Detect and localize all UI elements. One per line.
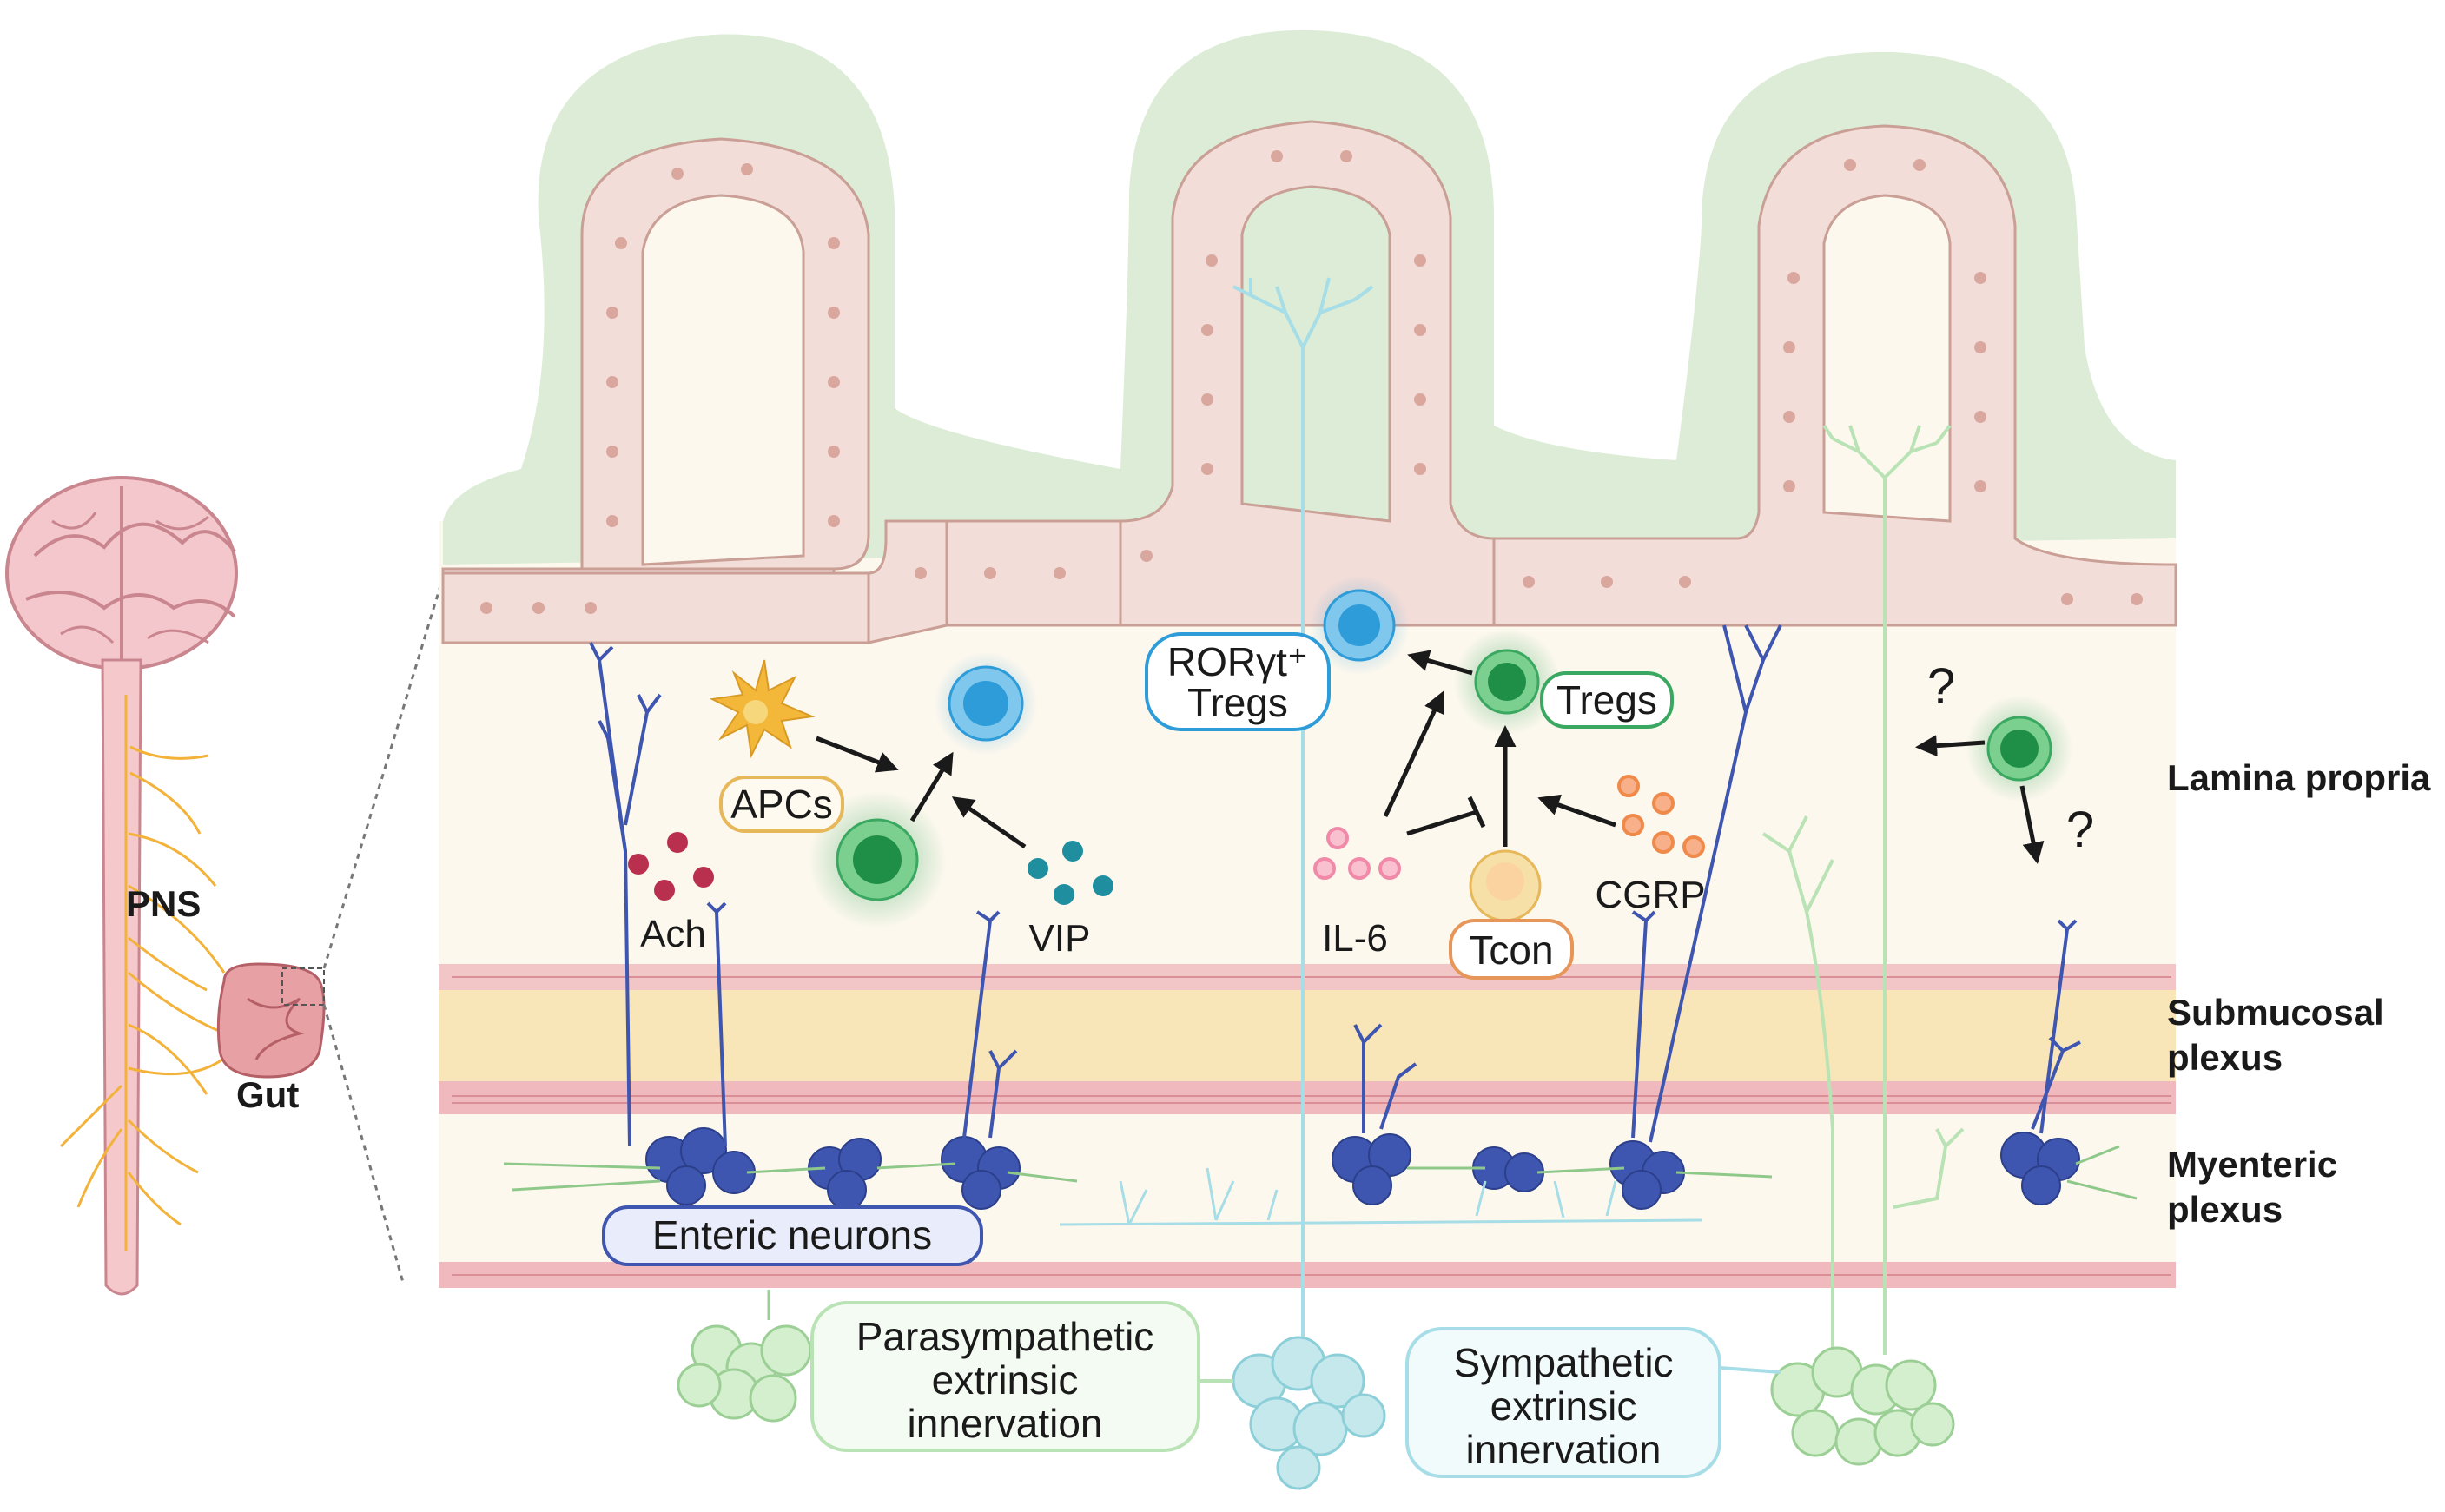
body-map: PNS Gut: [5, 476, 445, 1296]
tcon-cell: [1469, 849, 1542, 922]
treg-to-question-left: [1915, 735, 1986, 757]
treg-cell-mid: [1453, 628, 1561, 736]
myenteric-label-line2: plexus: [2167, 1189, 2283, 1230]
epithelial-nuclei: [480, 150, 2143, 614]
submucosa-band: [439, 990, 2176, 1081]
inner-muscle-band: [439, 1081, 2176, 1114]
enteric-neurons-box: [602, 1205, 983, 1266]
gut-label: Gut: [236, 1074, 299, 1115]
il6-inhibits-tcon: [1406, 809, 1477, 836]
arrows: [816, 650, 2045, 864]
submucosal-label-line2: plexus: [2167, 1037, 2283, 1078]
treg-cell-left: [808, 790, 947, 929]
apcs-box: [719, 776, 844, 833]
enteric-neuron-cluster-left: [645, 1127, 1021, 1210]
sympathetic-ganglion: [1232, 1336, 1386, 1490]
treg-cell-right: [1966, 695, 2073, 802]
sympathetic-box: [1405, 1327, 1721, 1478]
sympathetic-line2: extrinsic: [1490, 1383, 1637, 1429]
parasympathetic-ganglion: [677, 1290, 812, 1423]
roryt-tregs-box: [1145, 632, 1331, 731]
spinal-cord-icon: [101, 658, 142, 1296]
label-boxes: [602, 632, 1781, 1478]
sympathetic-line3: innervation: [1465, 1427, 1661, 1472]
treg-to-blue-arrow: [909, 751, 954, 822]
myenteric-fibers: [503, 1145, 2138, 1200]
treg-to-rorgt-arrow: [1407, 650, 1473, 676]
submucosal-label-line1: Submucosal: [2167, 992, 2384, 1033]
brain-icon: [5, 476, 238, 670]
rorgt-treg-cell-mid: [1309, 575, 1410, 676]
apc-to-blue-arrow: [816, 736, 899, 773]
peripheral-nerves: [59, 695, 251, 1251]
il6-to-rorgt-arrow: [1383, 690, 1444, 818]
parasympathetic-line3: innervation: [907, 1401, 1102, 1446]
text-labels: APCs RORγt⁺ Tregs Tregs Tcon Enteric neu…: [640, 639, 2431, 1472]
right-ganglion: [1770, 1346, 1955, 1466]
parasympathetic-line2: extrinsic: [932, 1357, 1079, 1403]
tregs-box: [1540, 671, 1674, 729]
sympathetic-villus-nerve: [1232, 277, 1374, 1346]
epithelium-strip: [441, 120, 2177, 644]
neuronal-processes: [589, 624, 2081, 1147]
cgrp-to-treg-arrow: [1537, 794, 1616, 828]
cgrp-molecules: [1617, 775, 1705, 858]
gut-icon: [216, 962, 326, 1079]
vip-to-cells-arrow: [951, 796, 1027, 849]
enteric-neuron-cluster-mid: [1332, 1133, 1685, 1210]
tissue-section: [439, 30, 2177, 1490]
tcon-box: [1449, 919, 1574, 980]
cgrp-label: CGRP: [1595, 874, 1705, 916]
immune-cells: [628, 575, 2073, 929]
apcs-label: APCs: [730, 782, 833, 827]
pns-label: PNS: [126, 883, 201, 924]
enteric-neuron-cluster-right: [2000, 1132, 2080, 1205]
il6-molecules: [1313, 827, 1401, 880]
ach-label: Ach: [640, 913, 706, 955]
lamina-propria-label: Lamina propria: [2167, 757, 2431, 798]
sympathetic-line1: Sympathetic: [1453, 1340, 1673, 1385]
il6-label: IL-6: [1322, 917, 1388, 960]
question-mark-right: ?: [2066, 802, 2094, 858]
apc-cell: [709, 659, 816, 759]
myenteric-label-line1: Myenteric: [2167, 1144, 2337, 1185]
parasympathetic-box: [810, 1301, 1200, 1452]
extrinsic-green-nerves: [1761, 424, 1965, 1355]
rorgt-treg-cell-left: [934, 651, 1038, 756]
roryt-line2-label: Tregs: [1187, 680, 1288, 725]
tcon-label: Tcon: [1469, 928, 1553, 973]
ach-molecules: [628, 832, 714, 901]
parasympathetic-line1: Parasympathetic: [856, 1314, 1154, 1359]
roryt-line1-label: RORγt⁺: [1167, 639, 1308, 684]
question-mark-left: ?: [1927, 658, 1955, 715]
sympathetic-fibers: [1059, 1167, 1703, 1346]
tregs-label: Tregs: [1556, 677, 1657, 723]
treg-to-question-down: [2019, 785, 2045, 864]
enteric-neurons-label: Enteric neurons: [652, 1212, 932, 1258]
vip-label: VIP: [1029, 917, 1091, 960]
vip-molecules: [1028, 841, 1113, 905]
